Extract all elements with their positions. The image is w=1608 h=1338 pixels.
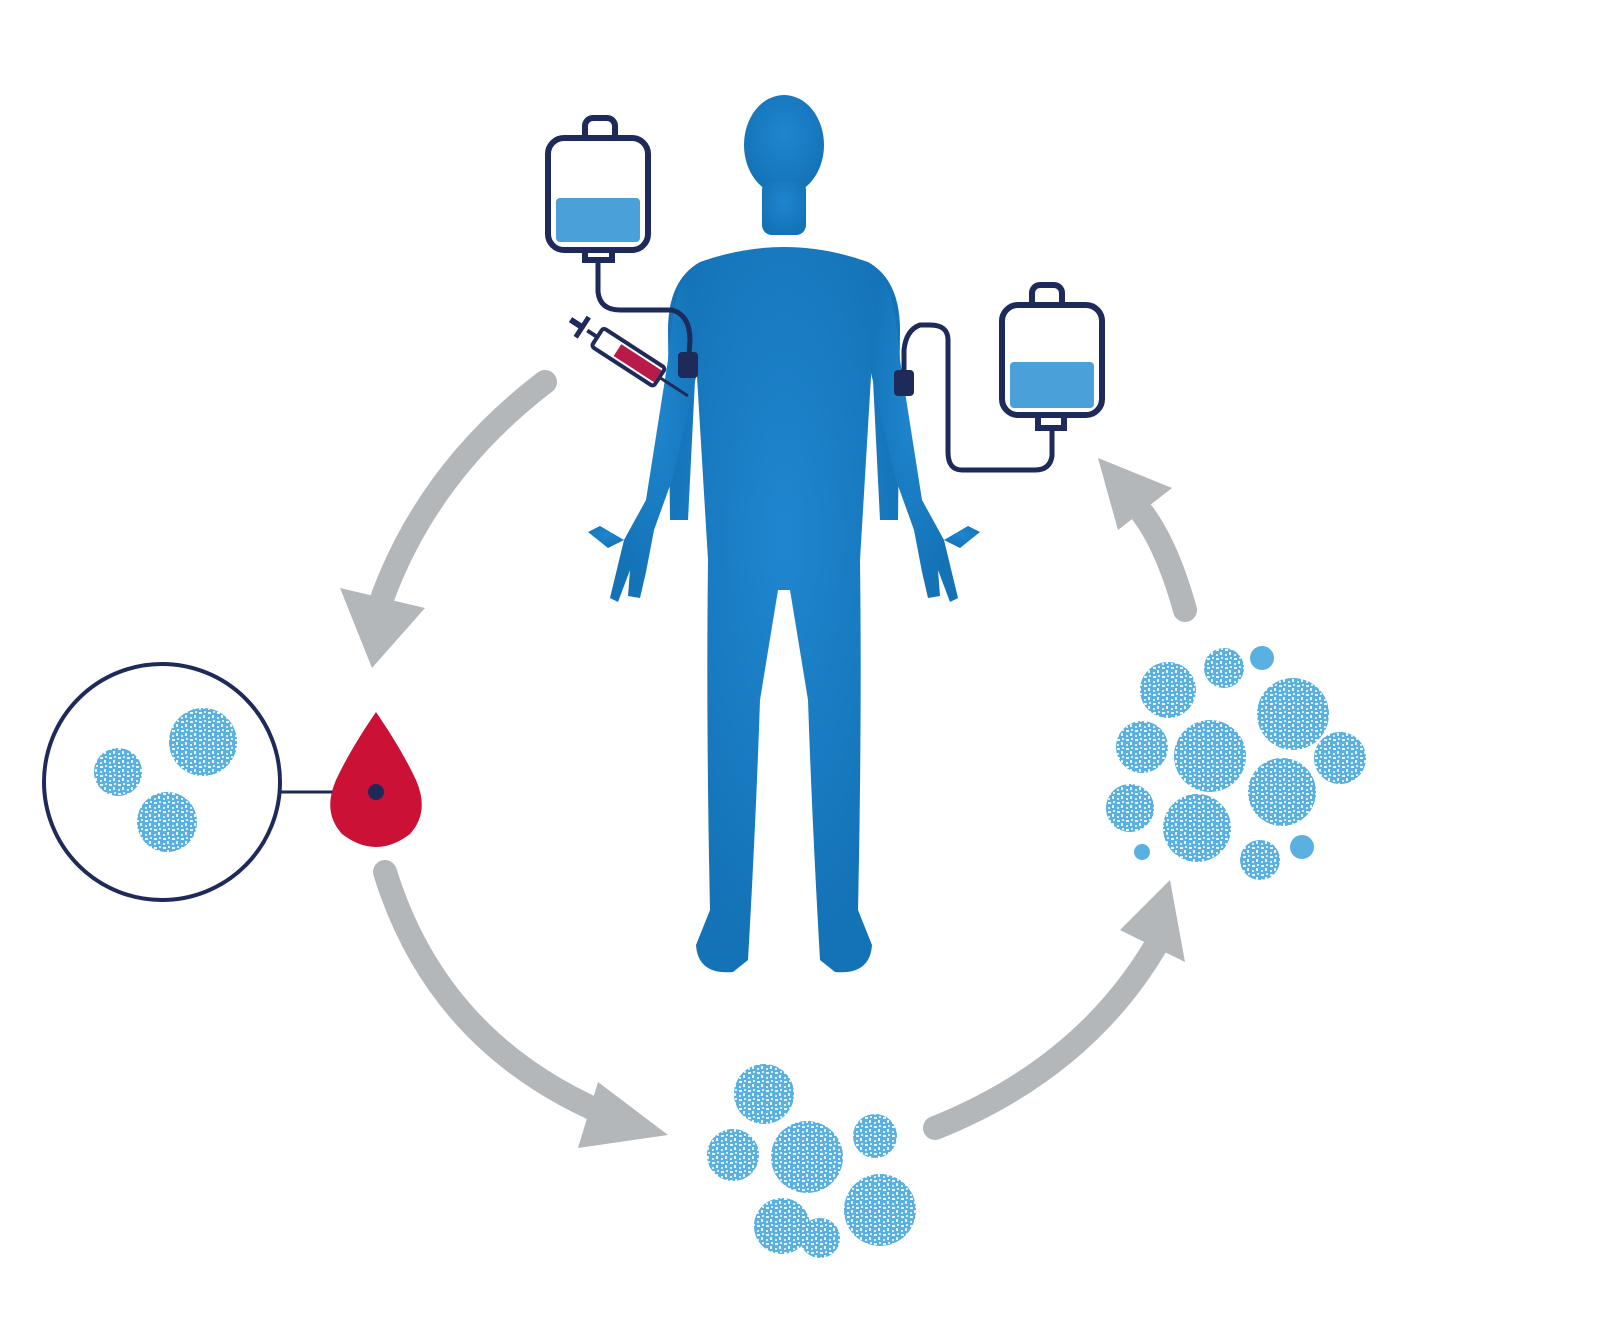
cycle-arrow-icon [373, 860, 668, 1148]
cell-icon [1116, 721, 1168, 773]
cycle-arrow-icon [340, 370, 557, 668]
syringe-icon [568, 315, 689, 398]
cell-icon [1314, 732, 1366, 784]
cell-icon [1134, 844, 1150, 860]
cell-icon [1106, 784, 1154, 832]
cell-icon [137, 792, 197, 852]
cell-icon [1163, 794, 1231, 862]
cell-icon [1204, 648, 1244, 688]
iv-bag-icon [545, 115, 698, 378]
cell-icon [754, 1198, 810, 1254]
cell-icon [1257, 678, 1329, 750]
cell-icon [800, 1218, 840, 1258]
cell-icon [1248, 758, 1316, 826]
cell-icon [1174, 720, 1246, 792]
cell-icon [707, 1129, 759, 1181]
cycle-arrow-icon [923, 880, 1185, 1140]
human-silhouette-icon [588, 95, 980, 973]
cycle-arrows [340, 370, 1197, 1148]
cell-icon [169, 708, 237, 776]
culture-cell-cluster [707, 1064, 916, 1258]
cell-icon [1140, 662, 1196, 718]
cell-icon [734, 1064, 794, 1124]
magnifier-circle-icon [42, 662, 372, 902]
cell-icon [844, 1174, 916, 1246]
cell-icon [771, 1121, 843, 1193]
cycle-arrow-icon [1098, 458, 1197, 622]
iv-bag-icon [894, 282, 1105, 473]
blood-drop-icon [330, 712, 422, 847]
cell-icon [853, 1114, 897, 1158]
expansion-cell-cluster [1106, 646, 1366, 880]
cell-icon [94, 748, 142, 796]
cell-icon [1250, 646, 1274, 670]
cell-icon [1240, 840, 1280, 880]
cell-icon [1290, 835, 1314, 859]
